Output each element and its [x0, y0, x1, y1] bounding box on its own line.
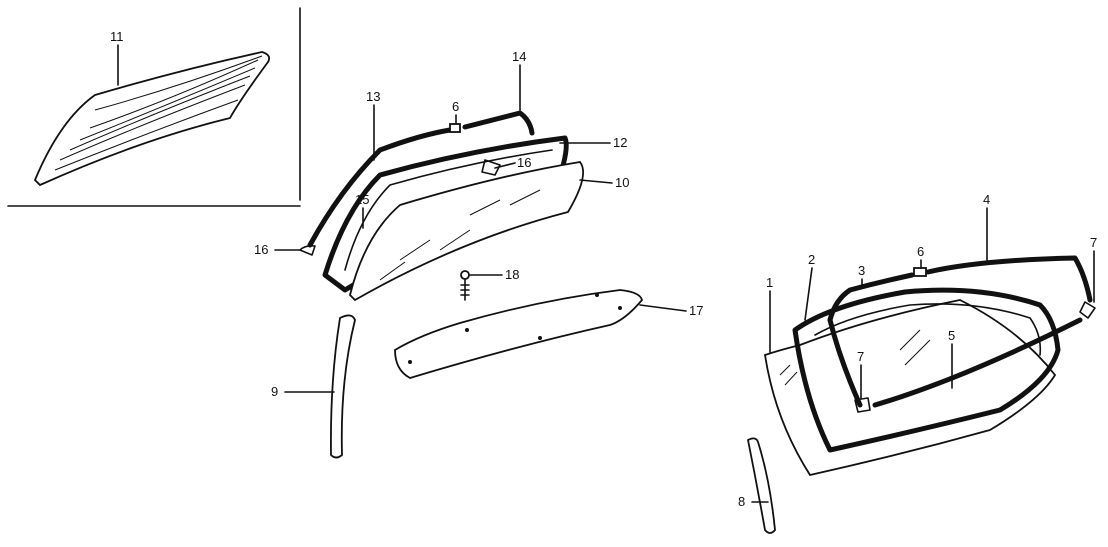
part-13-14-molding: [307, 110, 535, 248]
callout-6: 6: [452, 99, 459, 114]
part-2-weatherstrip: [792, 287, 1061, 453]
callout-13: 13: [366, 89, 380, 104]
part-9-strip: [330, 314, 356, 459]
callout-6-right: 6: [917, 244, 924, 259]
callout-12: 12: [613, 135, 627, 150]
callout-5: 5: [948, 328, 955, 343]
part-10-glass: [299, 159, 584, 302]
part-6-clip: [449, 123, 461, 133]
part-18-fastener: [460, 270, 470, 301]
callout-4: 4: [983, 192, 990, 207]
part-7-corner-lower: [854, 397, 871, 413]
callout-11: 11: [110, 29, 124, 44]
callout-3: 3: [858, 263, 865, 278]
callout-18: 18: [505, 267, 519, 282]
callout-7-lower: 7: [857, 349, 864, 364]
callout-labels: 11 14 13 6 12 16 10 15 16 18 17 9 1 2 3 …: [110, 29, 1097, 509]
callout-1: 1: [766, 275, 773, 290]
part-11-louver: [33, 51, 271, 187]
inset-frame: [7, 7, 301, 207]
callout-15: 15: [355, 192, 369, 207]
callout-9: 9: [271, 384, 278, 399]
part-8-strip: [746, 437, 776, 534]
callout-14: 14: [512, 49, 526, 64]
callout-2: 2: [808, 252, 815, 267]
leader-lines: [117, 44, 1095, 503]
part-7-corner: [1079, 301, 1096, 319]
callout-16-lower: 16: [254, 242, 268, 257]
part-17-panel: [394, 289, 643, 379]
part-6-clip-right: [913, 267, 927, 277]
callout-10: 10: [615, 175, 629, 190]
callout-7: 7: [1090, 235, 1097, 250]
callout-16: 16: [517, 155, 531, 170]
part-3-4-molding: [827, 255, 1096, 413]
callout-8: 8: [738, 494, 745, 509]
callout-17: 17: [689, 303, 703, 318]
